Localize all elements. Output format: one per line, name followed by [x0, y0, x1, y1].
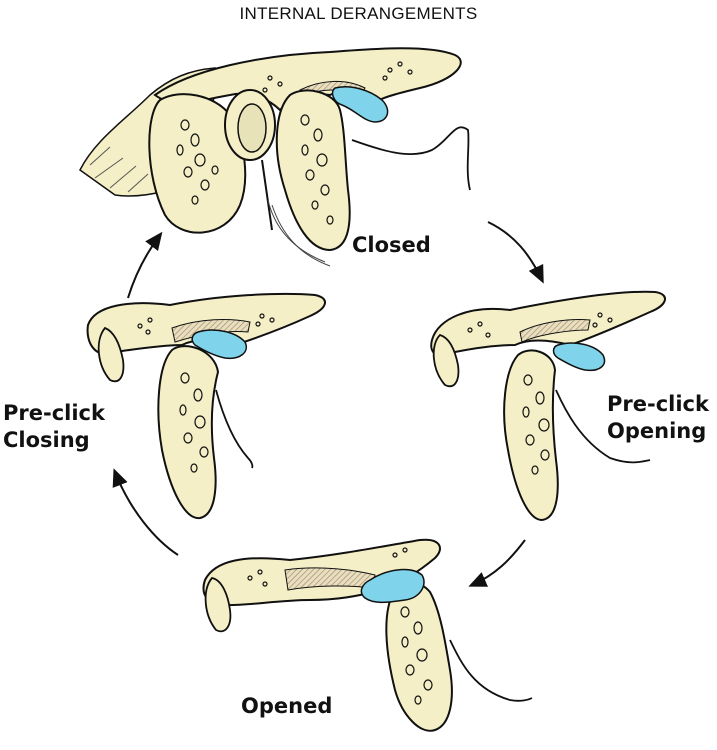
arrow-preclick-opening-to-opened [468, 539, 526, 587]
diagram-title: INTERNAL DERANGEMENTS [239, 4, 478, 23]
label-opened: Opened [241, 694, 333, 718]
stage-opened-illustration [202, 538, 533, 732]
label-preclick-opening-line2: Opening [607, 419, 707, 443]
arrow-closed-to-preclick-opening [487, 221, 544, 284]
arrow-preclick-closing-to-closed [127, 231, 163, 299]
label-closed: Closed [352, 233, 431, 257]
stage-closed-illustration [79, 47, 471, 267]
stage-preclick-opening-illustration [430, 290, 666, 522]
label-preclick-closing-line2: Closing [3, 428, 90, 452]
arrow-opened-to-preclick-closing [112, 468, 179, 556]
label-preclick-opening-line1: Pre-click [607, 392, 709, 416]
stage-preclick-closing-illustration [86, 292, 326, 520]
label-preclick-closing-line1: Pre-click [3, 401, 105, 425]
